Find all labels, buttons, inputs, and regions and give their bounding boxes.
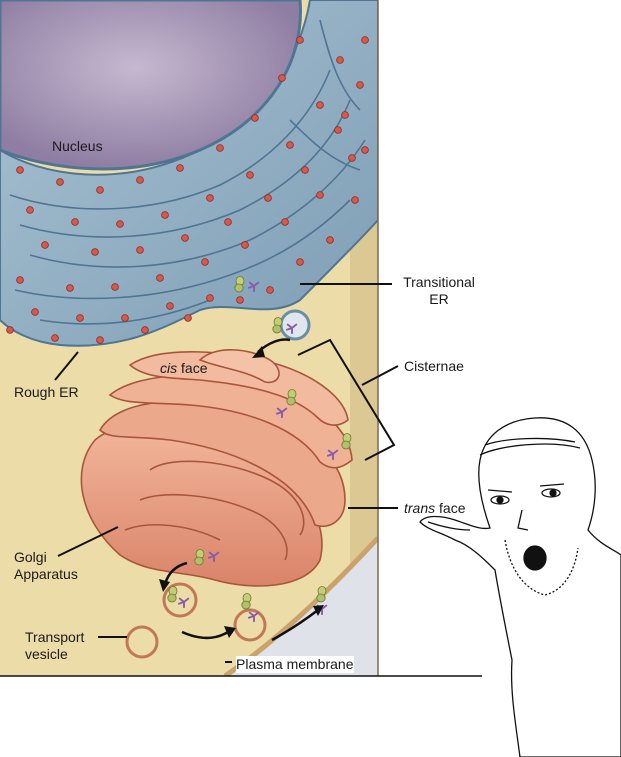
ribosome <box>56 178 64 186</box>
nucleus <box>0 0 302 171</box>
ribosome <box>316 101 324 109</box>
trans-face-label: trans face <box>404 500 465 517</box>
ribosome <box>278 74 286 82</box>
ribosome <box>6 326 14 334</box>
ribosome <box>351 196 359 204</box>
ribosome <box>41 241 49 249</box>
ribosome <box>361 146 369 154</box>
ribosome <box>76 314 84 322</box>
ribosome <box>281 218 289 226</box>
er-folds <box>9 19 366 325</box>
ribosome <box>136 176 144 184</box>
ribosome <box>71 218 79 226</box>
ribosome <box>361 36 369 44</box>
ribosome <box>206 194 214 202</box>
ribosome <box>16 276 24 284</box>
ribosome <box>336 56 344 64</box>
ribosomes <box>6 36 369 344</box>
transport-vesicle-label-line1: Transport <box>25 629 85 645</box>
ribosome <box>141 326 149 334</box>
plasma-membrane-label: Plasma membrane <box>236 656 354 673</box>
ribosome <box>286 141 294 149</box>
golgi-label-line1: Golgi <box>14 549 47 565</box>
ribosome <box>236 296 244 304</box>
transport-vesicle-label-line2: vesicle <box>25 646 68 662</box>
ribosome <box>51 334 59 342</box>
ribosome <box>264 194 272 202</box>
ribosome <box>176 164 184 172</box>
ribosome <box>356 81 364 89</box>
ribosome <box>251 114 259 122</box>
rough-er-label: Rough ER <box>14 384 79 400</box>
ribosome <box>156 274 164 282</box>
ribosome <box>266 286 274 294</box>
ribosome <box>326 236 334 244</box>
transitional-er-label: Transitional ER <box>396 274 482 308</box>
ribosome <box>224 218 232 226</box>
ribosome <box>136 246 144 254</box>
arrow-heads <box>159 346 324 638</box>
ribosome <box>166 302 174 310</box>
ribosome <box>348 154 356 162</box>
cell-region <box>0 0 378 676</box>
transitional-er-label-line2: ER <box>429 291 449 307</box>
ribosome <box>16 166 24 174</box>
ribosome <box>246 171 254 179</box>
ribosome <box>206 294 214 302</box>
ribosome <box>116 220 124 228</box>
ribosome <box>31 308 39 316</box>
trans-face-label-italic: trans <box>404 500 436 516</box>
golgi-apparatus-label: Golgi Apparatus <box>14 549 78 583</box>
ribosome <box>181 234 189 242</box>
ribosome <box>316 191 324 199</box>
ribosome <box>201 258 209 266</box>
nucleus-label: Nucleus <box>52 138 103 154</box>
extracellular-space <box>230 540 378 676</box>
ribosome <box>26 206 34 214</box>
ribosome <box>334 126 342 134</box>
trans-face-label-rest: face <box>435 500 466 516</box>
ribosome <box>301 166 309 174</box>
cis-face-label-rest: face <box>177 360 208 376</box>
ribosome <box>121 314 129 322</box>
ribosome <box>296 258 304 266</box>
ribosome <box>241 241 249 249</box>
ribosome <box>216 144 224 152</box>
golgi-label-line2: Apparatus <box>14 566 78 582</box>
ribosome <box>184 314 192 322</box>
ribosome <box>111 283 119 291</box>
ribosome <box>341 111 349 119</box>
cis-face-label: cis face <box>160 360 207 377</box>
ribosome <box>96 336 104 344</box>
leader-lines <box>54 283 399 663</box>
transport-vesicle-label: Transport vesicle <box>25 629 84 663</box>
cisternae-label: Cisternae <box>404 358 464 374</box>
ribosome <box>296 36 304 44</box>
ribosome <box>66 284 74 292</box>
pointing-wojak-icon <box>419 417 621 757</box>
transitional-er-label-line1: Transitional <box>403 274 475 290</box>
cis-face-label-italic: cis <box>160 360 178 376</box>
ribosome <box>161 211 169 219</box>
ribosome <box>91 248 99 256</box>
ribosome <box>96 186 104 194</box>
